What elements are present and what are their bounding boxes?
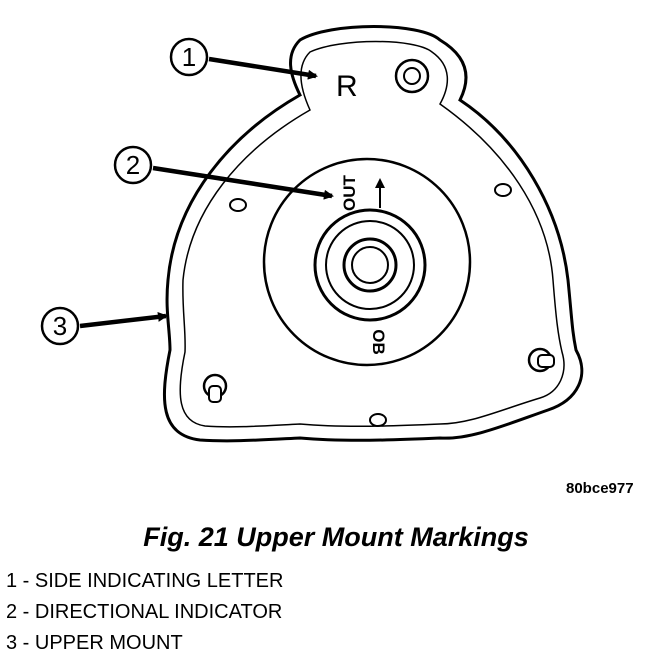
figure-caption: Fig. 21 Upper Mount Markings xyxy=(143,522,529,552)
callout-3-number: 3 xyxy=(53,311,67,341)
upper-mount-diagram: R OUT OB 1 2 3 xyxy=(40,25,584,443)
mount-hole xyxy=(229,198,247,212)
out-marking: OUT xyxy=(340,174,359,211)
callout-1-number: 1 xyxy=(182,42,196,72)
mount-stud xyxy=(527,347,555,373)
mount-hole xyxy=(494,183,512,197)
bearing-bore xyxy=(351,246,389,284)
mount-inner-flange xyxy=(179,40,565,428)
mount-stud xyxy=(202,373,228,403)
side-indicating-letter: R xyxy=(336,70,358,103)
legend-item: 2 - DIRECTIONAL INDICATOR xyxy=(6,601,283,623)
legend-item: 3 - UPPER MOUNT xyxy=(6,632,183,654)
ob-marking: OB xyxy=(369,329,388,355)
mount-hole xyxy=(369,413,387,427)
legend: 1 - SIDE INDICATING LETTER 2 - DIRECTION… xyxy=(6,566,283,659)
legend-item: 1 - SIDE INDICATING LETTER xyxy=(6,570,284,592)
callout-3: 3 xyxy=(40,306,168,346)
callout-2: 2 xyxy=(113,145,334,200)
callout-1: 1 xyxy=(169,37,318,80)
figure-reference-code: 80bce977 xyxy=(566,480,634,497)
mount-stud xyxy=(394,58,430,94)
callout-2-number: 2 xyxy=(126,150,140,180)
